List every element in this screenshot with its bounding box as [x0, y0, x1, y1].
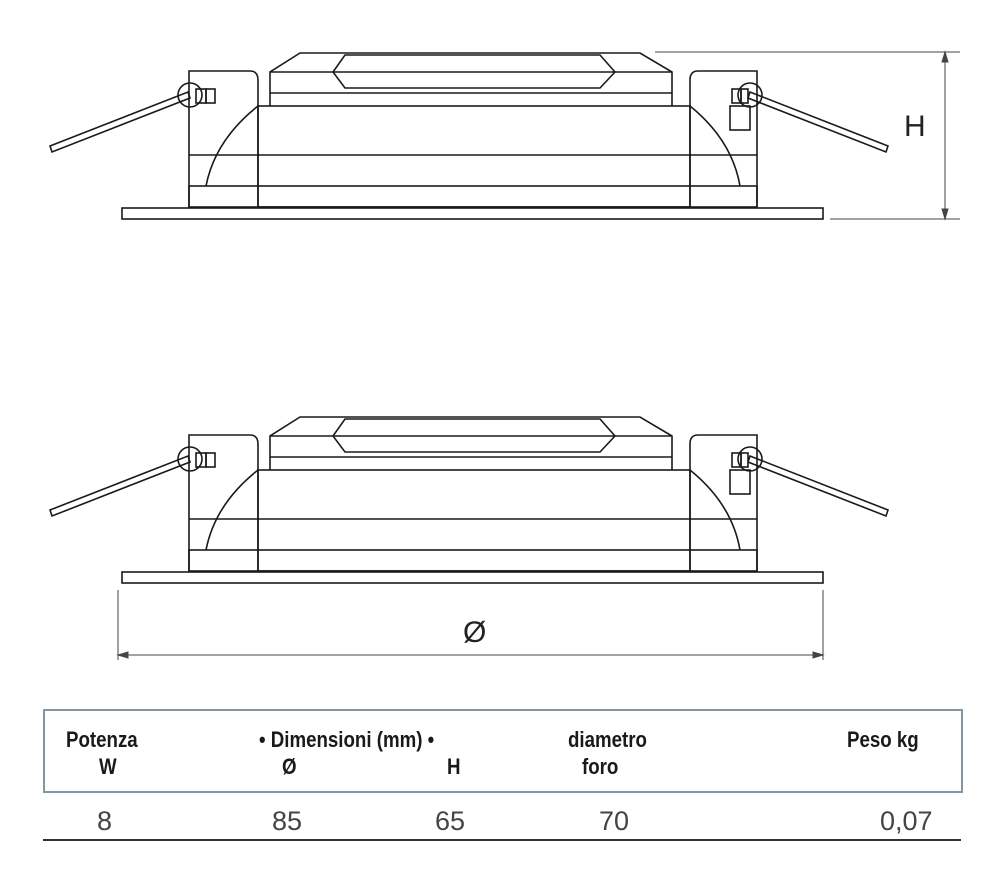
- value-height: 65: [435, 806, 466, 836]
- diameter-dimension: [116, 590, 825, 660]
- value-power: 8: [97, 806, 113, 836]
- fixture-side-view-top: [49, 52, 889, 220]
- header-power: Potenza: [66, 727, 138, 752]
- header-weight: Peso kg: [847, 727, 919, 752]
- header-dimensions: • Dimensioni (mm) •: [259, 727, 435, 752]
- header-power-unit: W: [99, 754, 117, 779]
- header-height: H: [447, 754, 461, 779]
- header-hole: diametro: [568, 727, 647, 752]
- spec-table-header: [43, 709, 963, 793]
- value-weight: 0,07: [880, 806, 933, 836]
- value-diameter: 85: [272, 806, 303, 836]
- header-hole-2: foro: [582, 754, 619, 779]
- diameter-label: Ø: [463, 616, 487, 649]
- value-hole: 70: [599, 806, 630, 836]
- table-bottom-rule: [43, 839, 961, 841]
- height-dimension: [655, 50, 960, 221]
- height-label: H: [904, 110, 926, 143]
- technical-drawing: [49, 50, 960, 660]
- fixture-side-view-bottom: [49, 416, 889, 584]
- header-diameter: Ø: [282, 754, 297, 779]
